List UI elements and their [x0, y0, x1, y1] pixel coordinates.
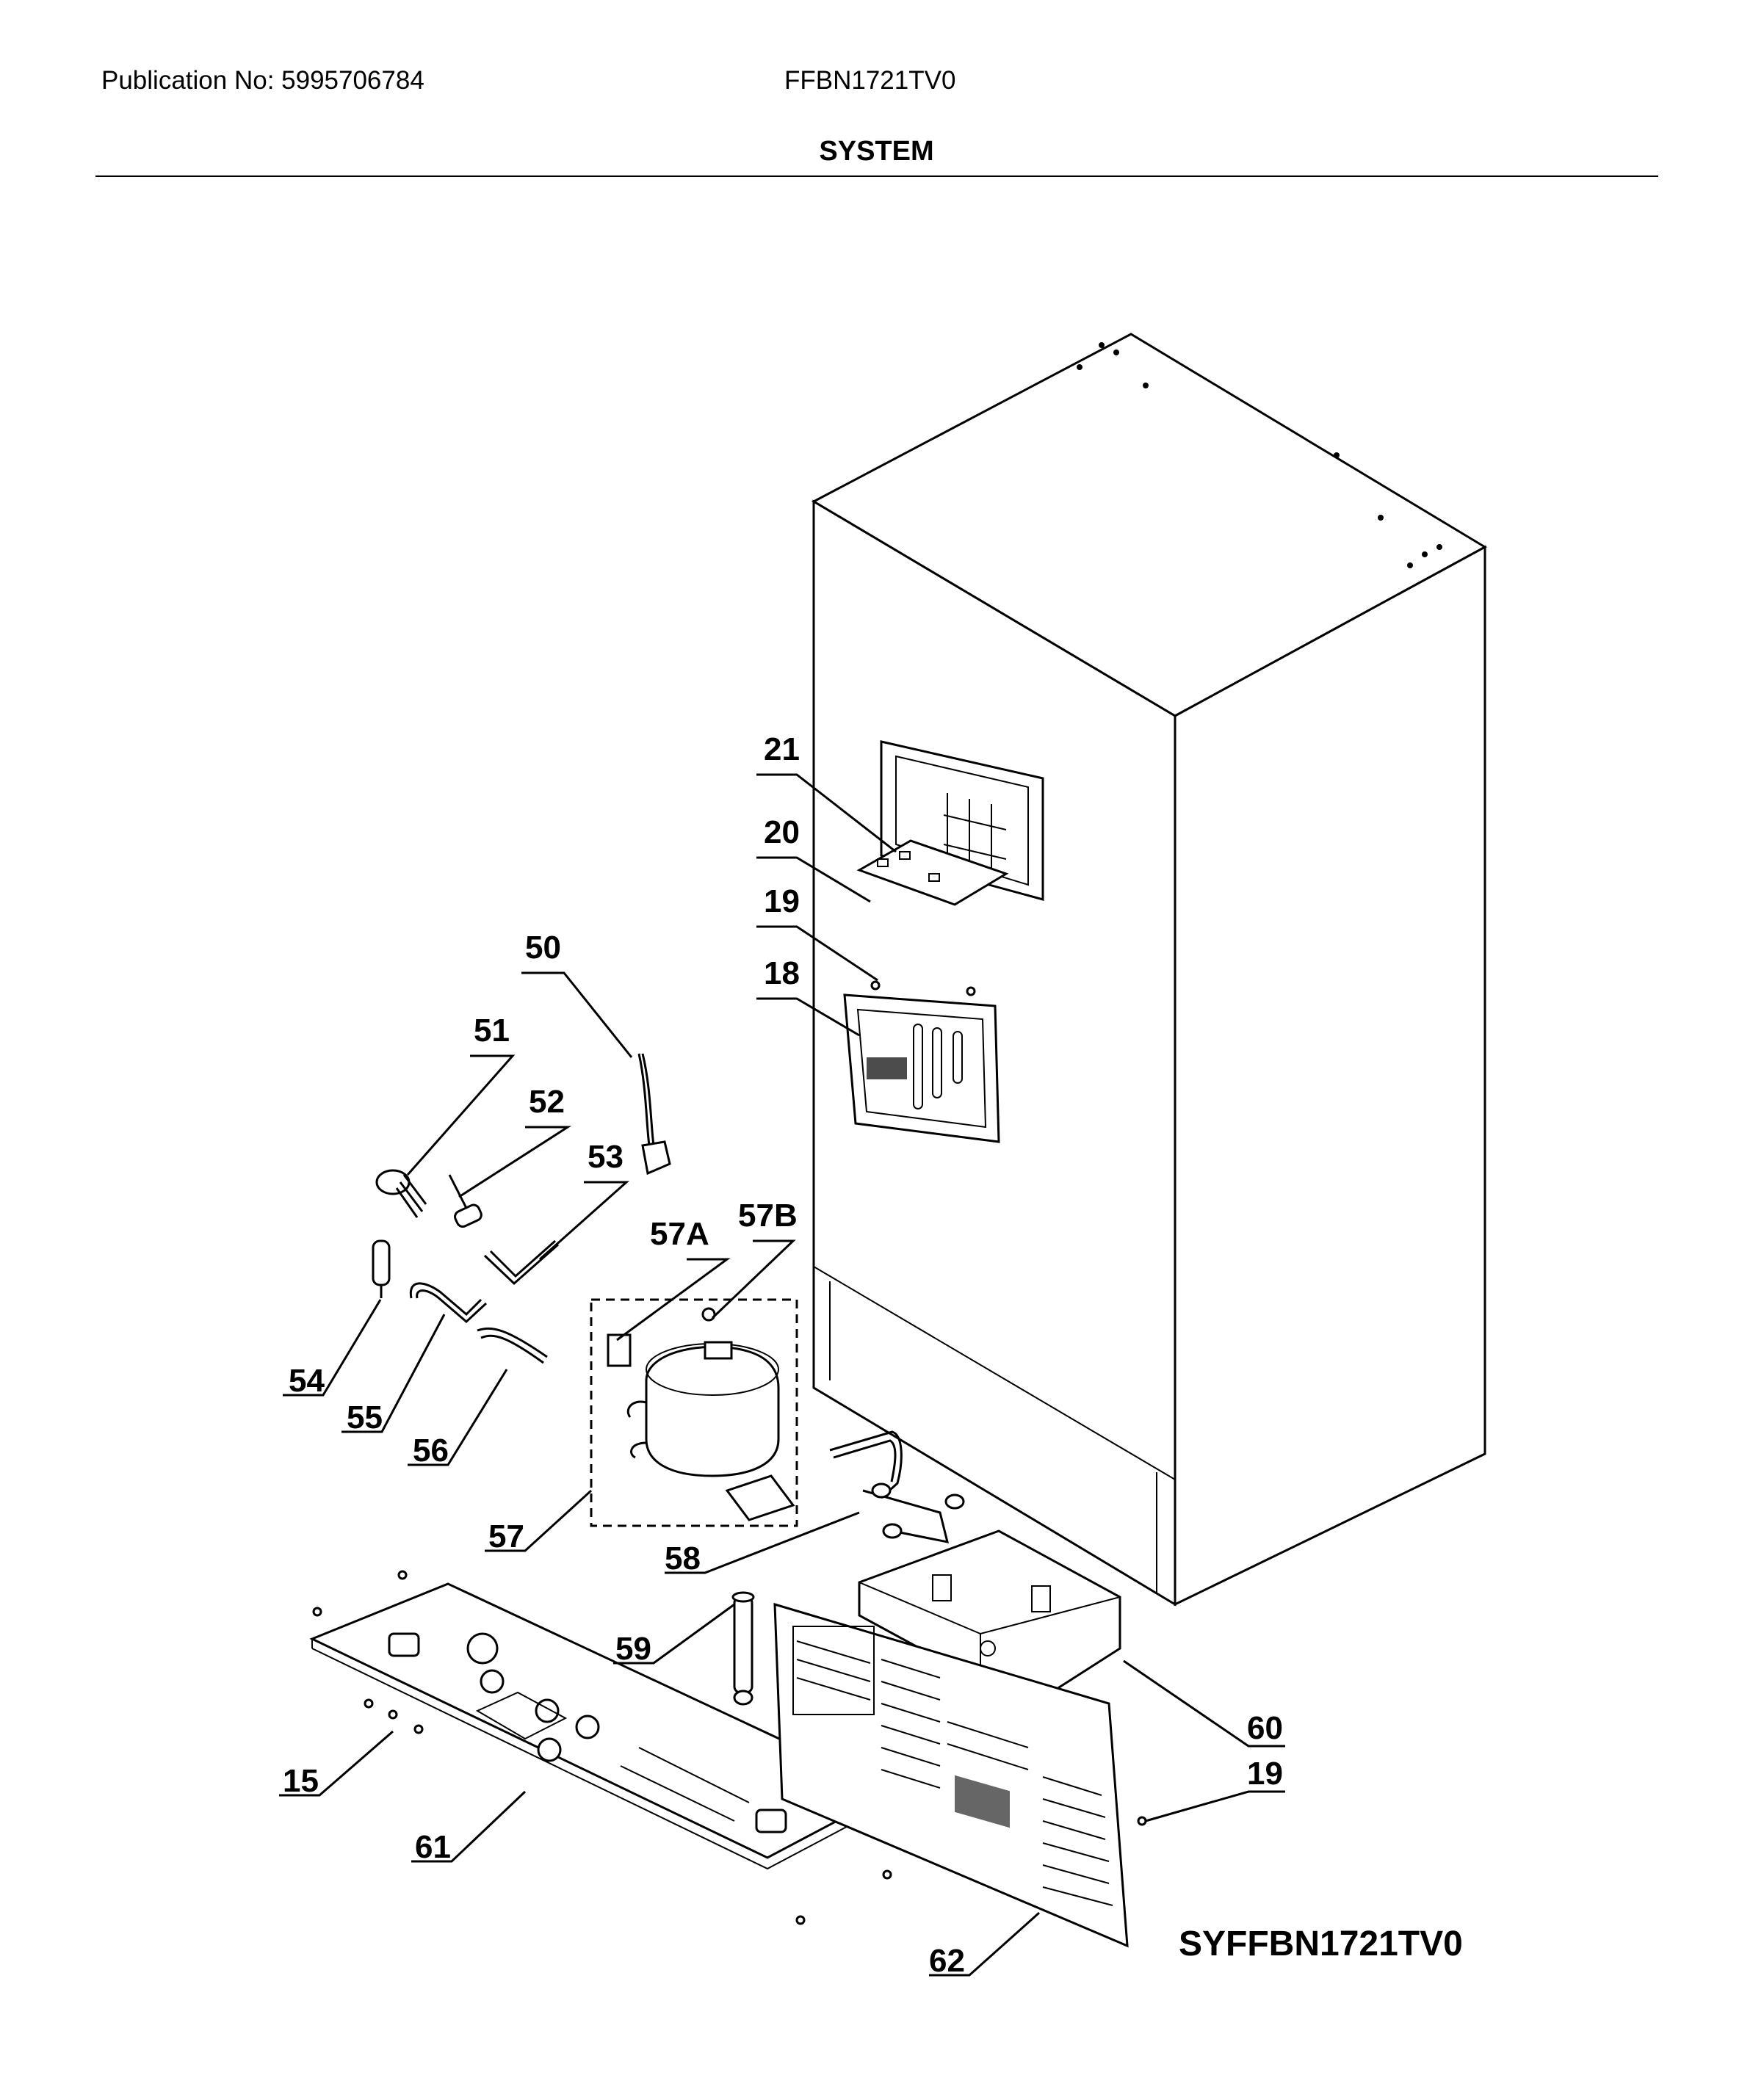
part-19-screw	[870, 980, 881, 991]
callout-57a: 57A	[650, 1216, 709, 1252]
header-divider	[95, 175, 1658, 177]
callout-51: 51	[474, 1013, 510, 1049]
callout-52: 52	[529, 1084, 565, 1120]
callout-56: 56	[413, 1433, 449, 1469]
callout-18: 18	[764, 955, 800, 991]
part-15-screws	[312, 1570, 892, 1925]
part-19-screw	[966, 986, 976, 996]
callout-61: 61	[415, 1829, 451, 1865]
part-59-accumulator	[731, 1591, 755, 1706]
publication-number: Publication No: 5995706784	[101, 66, 424, 95]
part-18-cover	[843, 993, 1000, 1143]
callout-57: 57	[488, 1518, 524, 1554]
callout-62: 62	[929, 1943, 965, 1979]
part-52-overload	[448, 1174, 482, 1228]
callout-19-lower: 19	[1247, 1756, 1283, 1792]
part-56-tube	[477, 1327, 548, 1364]
callout-19: 19	[764, 883, 800, 919]
callout-labels: 21 20 19 18 50 51 52 53 57B 57A 54 55 56…	[283, 731, 1283, 1979]
callout-60: 60	[1247, 1710, 1283, 1746]
part-61-base-rail	[309, 1582, 895, 1870]
callout-58: 58	[665, 1540, 701, 1576]
callout-21: 21	[764, 731, 800, 767]
callout-57b: 57B	[738, 1198, 798, 1234]
part-53-tube	[483, 1239, 559, 1286]
callout-55: 55	[347, 1400, 383, 1435]
model-number: FFBN1721TV0	[784, 66, 956, 95]
part-57-compressor	[590, 1298, 798, 1527]
diagram-code: SYFFBN1721TV0	[1179, 1925, 1463, 1963]
callout-53: 53	[588, 1139, 624, 1175]
part-62-rear-panel	[773, 1602, 1147, 1948]
callout-20: 20	[764, 814, 800, 850]
section-title: SYSTEM	[819, 136, 934, 167]
callout-50: 50	[525, 930, 561, 966]
refrigerator-cabinet	[811, 333, 1488, 1607]
callout-54: 54	[289, 1363, 325, 1399]
part-60-drain-pan	[858, 1529, 1121, 1709]
part-51-relay	[375, 1169, 427, 1218]
leader-lines	[279, 773, 1285, 1977]
callout-59: 59	[615, 1631, 651, 1667]
part-58-condenser-tube	[829, 1430, 965, 1543]
part-55-tube	[409, 1282, 488, 1324]
part-50-power-cord	[637, 1053, 671, 1176]
callout-15: 15	[283, 1763, 319, 1799]
part-54-drier	[372, 1239, 391, 1298]
